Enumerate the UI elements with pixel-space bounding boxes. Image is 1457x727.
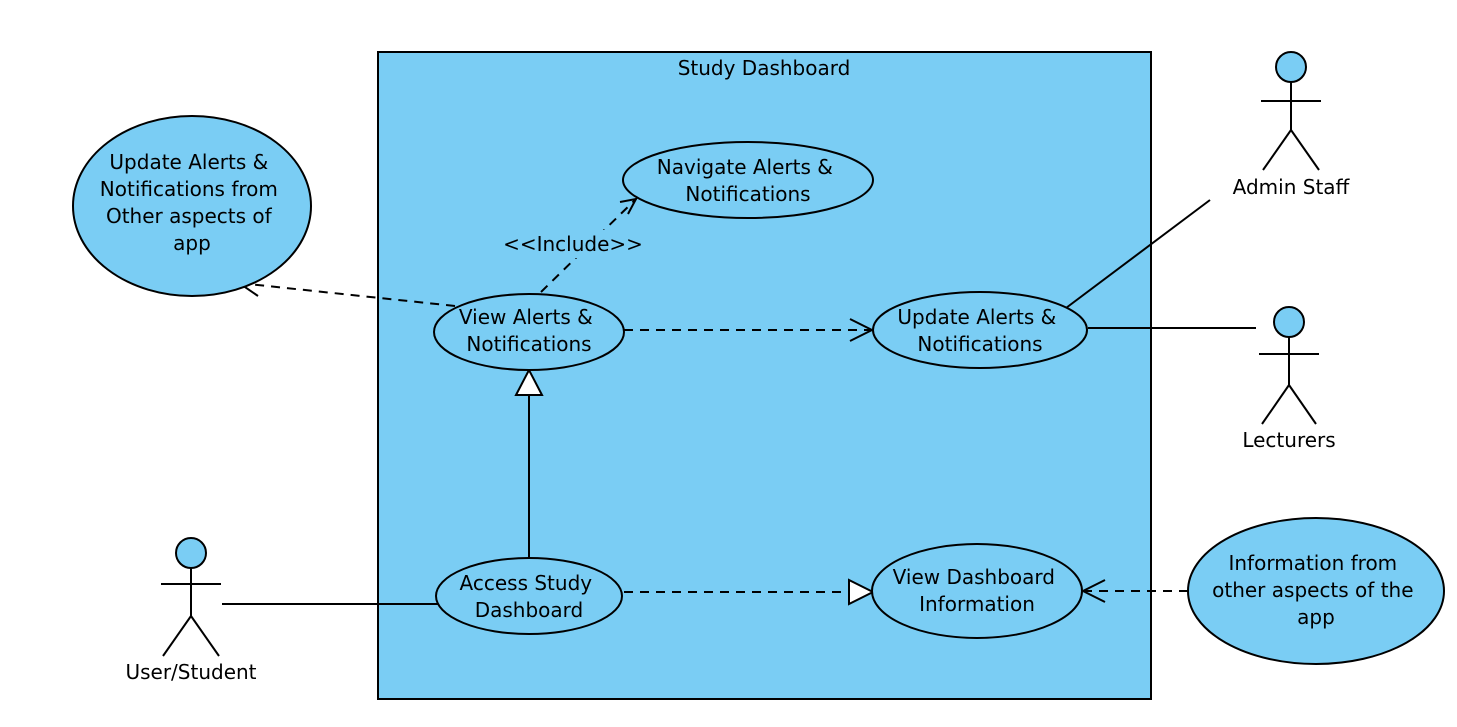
use-case-view-dashboard-info[interactable]: View Dashboard Information	[871, 543, 1083, 639]
use-case-label: other aspects of the	[1212, 578, 1413, 602]
include-arrowhead	[619, 197, 638, 215]
svg-text:Update Alerts & Notifica: Update Alerts & Notifications from Other…	[100, 150, 284, 255]
actor-head-icon	[1275, 51, 1307, 83]
system-title: Study Dashboard	[678, 56, 851, 80]
use-case-label: app	[173, 231, 211, 255]
actor-user-student[interactable]: User/Student	[125, 537, 257, 684]
svg-text:View Alerts & Notificati: View Alerts & Notifications	[459, 305, 599, 356]
svg-text:Information from other a: Information from other aspects of the ap…	[1212, 551, 1420, 629]
use-case-access-dashboard[interactable]: Access Study Dashboard	[435, 557, 623, 635]
realization-arrowhead	[848, 578, 876, 606]
actor-head-icon	[175, 537, 207, 569]
include-label: <<Include>>	[503, 232, 643, 256]
use-case-label: Access Study	[460, 571, 593, 595]
use-case-label: Dashboard	[475, 598, 584, 622]
actor-name: Lecturers	[1242, 428, 1335, 452]
svg-text:Navigate Alerts & Notifi: Navigate Alerts & Notifications	[657, 155, 839, 206]
use-case-label: View Dashboard	[893, 565, 1055, 589]
dependency-edge-update-from-other	[238, 282, 456, 307]
actor-name: User/Student	[125, 660, 256, 684]
use-case-view-alerts[interactable]: View Alerts & Notifications	[433, 293, 625, 371]
use-case-label: Other aspects of	[106, 204, 273, 228]
svg-text:View Dashboard Informati: View Dashboard Information	[893, 565, 1062, 616]
use-case-update-from-other[interactable]: Update Alerts & Notifications from Other…	[72, 115, 312, 297]
use-case-info-from-other[interactable]: Information from other aspects of the ap…	[1187, 517, 1445, 665]
use-case-label: View Alerts &	[459, 305, 593, 329]
use-case-label: Notifications	[466, 332, 591, 356]
actor-admin-staff[interactable]: Admin Staff	[1233, 51, 1351, 199]
actor-head-icon	[1273, 306, 1305, 338]
use-case-label: Information from	[1228, 551, 1397, 575]
actor-name: Admin Staff	[1233, 175, 1351, 199]
include-label-bg	[503, 230, 643, 258]
svg-text:Update Alerts & Notifica: Update Alerts & Notifications	[897, 305, 1062, 356]
use-case-update-alerts[interactable]: Update Alerts & Notifications	[872, 291, 1088, 369]
use-case-label: app	[1297, 605, 1335, 629]
use-case-label: Navigate Alerts &	[657, 155, 833, 179]
generalization-arrowhead	[514, 367, 544, 396]
use-case-label: Update Alerts &	[109, 150, 268, 174]
use-case-label: Notifications from	[100, 177, 278, 201]
stick-figure-icon	[1261, 82, 1321, 171]
svg-text:Access Study Dashboard: Access Study Dashboard	[460, 571, 599, 622]
actor-lecturers[interactable]: Lecturers	[1242, 306, 1336, 452]
use-case-label: Notifications	[685, 182, 810, 206]
use-case-label: Update Alerts &	[897, 305, 1056, 329]
association-admin-update	[1065, 199, 1211, 309]
use-case-navigate[interactable]: Navigate Alerts & Notifications	[622, 141, 874, 219]
use-case-label: Information	[919, 592, 1035, 616]
use-case-label: Notifications	[917, 332, 1042, 356]
stick-figure-icon	[1259, 337, 1319, 425]
stick-figure-icon	[161, 568, 221, 657]
